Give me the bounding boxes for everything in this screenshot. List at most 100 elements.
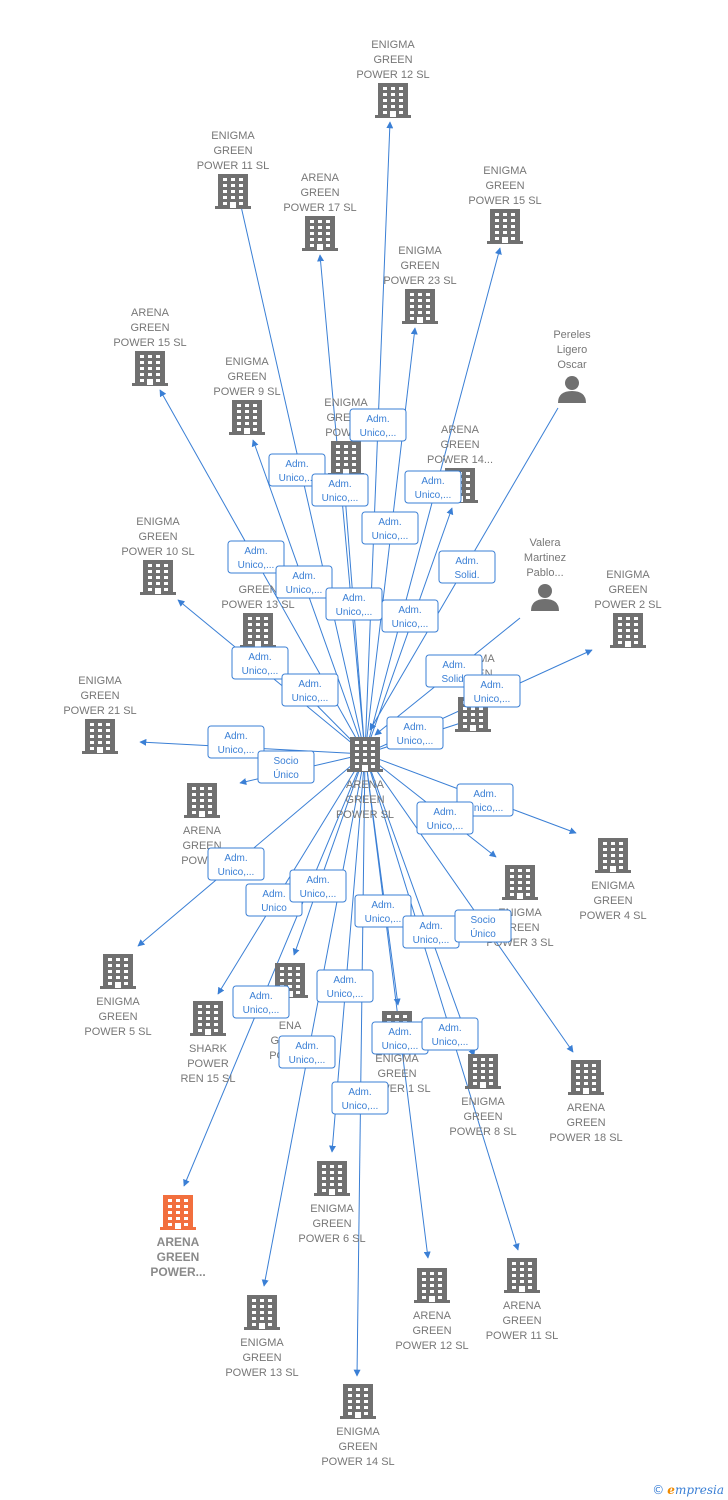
building-icon: [340, 1384, 376, 1419]
edge-label[interactable]: Adm.Unico,...: [227, 540, 285, 574]
building-icon: [595, 838, 631, 873]
edge-label-text: Unico,...: [365, 914, 402, 925]
node-label: Martinez: [524, 552, 566, 564]
edge-label-text: Socio: [273, 756, 298, 767]
edge-label[interactable]: Adm.Unico,...: [331, 1081, 389, 1115]
building-icon: [487, 209, 523, 244]
node-label: Pereles: [553, 329, 591, 341]
edge-label[interactable]: Adm.Unico,...: [289, 869, 347, 903]
edge-label[interactable]: Adm.Unico,...: [349, 408, 407, 442]
edge-label[interactable]: Adm.Unico,...: [281, 673, 339, 707]
footer-brand[interactable]: ©empresia: [652, 1483, 724, 1497]
node-label: Ligero: [557, 344, 588, 356]
node-label: ENIGMA: [211, 130, 255, 142]
edge-label[interactable]: Adm.Unico,...: [463, 674, 521, 708]
edge-label-text: Adm.: [295, 1041, 318, 1052]
edge-label-text: Solid.: [441, 674, 466, 685]
edge-label-text: Unico,...: [413, 935, 450, 946]
node-label: GREEN: [138, 531, 177, 543]
edge-label[interactable]: Adm.Unico,...: [402, 915, 460, 949]
edge-label-text: Unico,...: [300, 889, 337, 900]
edge-label[interactable]: Adm.Unico,...: [268, 453, 326, 487]
node-label: REN 15 SL: [180, 1073, 235, 1085]
edge-label[interactable]: Adm.Unico,...: [325, 587, 383, 621]
node-label: POWER 12 SL: [395, 1340, 468, 1352]
company-node[interactable]: ARENAGREENPOWER...: [150, 1195, 206, 1279]
node-label: ENIGMA: [225, 356, 269, 368]
edge-label-text: Unico,...: [342, 1101, 379, 1112]
node-label: GREEN: [412, 1325, 451, 1337]
edge-label[interactable]: Adm.Unico,...: [275, 565, 333, 599]
building-icon: [215, 174, 251, 209]
building-icon: [414, 1268, 450, 1303]
node-label: ARENA: [413, 1310, 452, 1322]
edge-label[interactable]: Adm.Unico,...: [404, 470, 462, 504]
edge-label-text: Adm.: [342, 593, 365, 604]
edge-label-box: [275, 565, 333, 599]
edge-label-text: Adm.: [292, 571, 315, 582]
person-node[interactable]: ValeraMartinezPablo...: [524, 537, 566, 611]
node-label: GREEN: [345, 794, 384, 806]
edge-label-box: [438, 550, 496, 584]
edge-label[interactable]: Adm.Unico,...: [207, 725, 265, 759]
node-label: ENIGMA: [240, 1337, 284, 1349]
edge-label[interactable]: Adm.Unico,...: [232, 985, 290, 1019]
edge-label[interactable]: Adm.Unico,...: [421, 1017, 479, 1051]
node-label: ENIGMA: [461, 1096, 505, 1108]
edge-label[interactable]: Adm.Solid.: [438, 550, 496, 584]
edge-label-text: Unico,...: [279, 473, 316, 484]
person-icon: [558, 376, 586, 403]
edge-label[interactable]: Adm.Unico,...: [416, 801, 474, 835]
edge-label[interactable]: Adm.Unico,...: [354, 894, 412, 928]
edge-label[interactable]: Adm.Unico,...: [207, 847, 265, 881]
edge-label[interactable]: Adm.Unico,...: [316, 969, 374, 1003]
edge-label[interactable]: Adm.Unico,...: [381, 599, 439, 633]
edge-label-text: Adm.: [366, 414, 389, 425]
node-label: GREEN: [502, 1315, 541, 1327]
node-label: GREEN: [485, 180, 524, 192]
edge-label-text: Único: [470, 927, 496, 940]
company-node[interactable]: ARENA GREEN POWER 12 SL: [395, 1268, 469, 1352]
edge-label[interactable]: Adm.Unico,...: [386, 716, 444, 750]
edge-label-box: [416, 801, 474, 835]
edge-label[interactable]: Adm.Unico,...: [371, 1021, 429, 1055]
edge-label-text: Unico,...: [397, 736, 434, 747]
edge-label-box: [311, 473, 369, 507]
edge-label[interactable]: Adm.Unico,...: [311, 473, 369, 507]
node-label: GREEN: [80, 690, 119, 702]
edge-label[interactable]: Adm.Unico,...: [278, 1035, 336, 1069]
edge-label-box: [463, 674, 521, 708]
node-label: ARENA: [567, 1102, 606, 1114]
node-label: POWER 6 SL: [298, 1233, 365, 1245]
node-label: GREEN: [157, 1250, 200, 1264]
node-label: ENIGMA: [324, 397, 368, 409]
edge-label[interactable]: Adm.Unico,...: [231, 646, 289, 680]
edge-label[interactable]: Adm.Unico,...: [361, 511, 419, 545]
edge-label-text: Unico,...: [372, 531, 409, 542]
building-icon: [244, 1295, 280, 1330]
